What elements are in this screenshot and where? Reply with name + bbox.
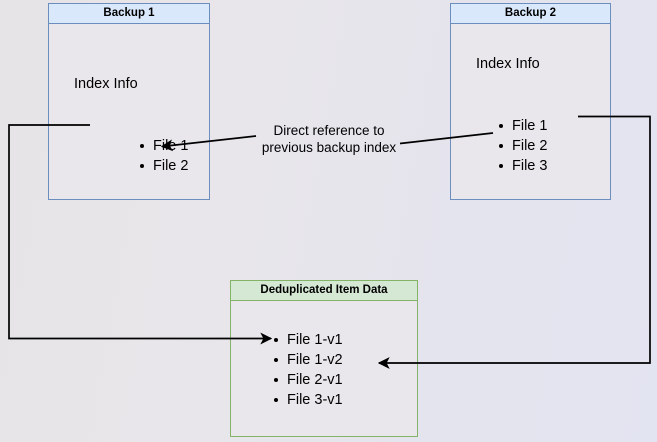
node-deduplicated-item-data-body: File 1-v1 File 1-v2 File 2-v1 File 3-v1	[231, 301, 417, 436]
node-backup-1-caption: Index Info	[74, 76, 138, 92]
node-deduplicated-file-list: File 1-v1 File 1-v2 File 2-v1 File 3-v1	[273, 330, 343, 410]
node-deduplicated-item-data[interactable]: Deduplicated Item Data File 1-v1 File 1-…	[230, 280, 418, 437]
edge-label-line-1: Direct reference to	[273, 123, 385, 138]
list-item: File 3	[498, 156, 547, 176]
edge-label-line-2: previous backup index	[261, 140, 397, 155]
list-item: File 1-v1	[273, 330, 343, 350]
node-backup-1-header: Backup 1	[49, 4, 209, 24]
node-backup-1-body: Index Info File 1 File 2	[49, 24, 209, 199]
list-item: File 1-v2	[273, 350, 343, 370]
list-item: File 1	[498, 116, 547, 136]
node-backup-1-file-list: File 1 File 2	[139, 136, 188, 176]
node-backup-2-file-list: File 1 File 2 File 3	[498, 116, 547, 176]
node-backup-1[interactable]: Backup 1 Index Info File 1 File 2	[48, 3, 210, 200]
node-backup-2-caption: Index Info	[476, 56, 540, 72]
node-backup-2[interactable]: Backup 2 Index Info File 1 File 2 File 3	[450, 3, 611, 200]
list-item: File 3-v1	[273, 390, 343, 410]
node-backup-2-body: Index Info File 1 File 2 File 3	[451, 24, 610, 199]
node-backup-2-header: Backup 2	[451, 4, 610, 24]
list-item: File 2-v1	[273, 370, 343, 390]
list-item: File 1	[139, 136, 188, 156]
list-item: File 2	[498, 136, 547, 156]
list-item: File 2	[139, 156, 188, 176]
edge-label-direct-reference: Direct reference to previous backup inde…	[248, 122, 410, 156]
node-deduplicated-item-data-header: Deduplicated Item Data	[231, 281, 417, 301]
